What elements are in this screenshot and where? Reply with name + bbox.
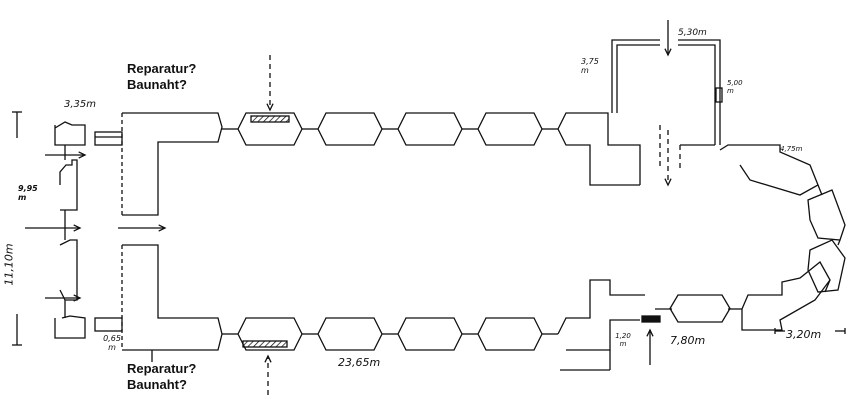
dim-total-width: 11,10m — [2, 243, 16, 286]
top-annotation-line1: Reparatur? — [127, 61, 197, 76]
annex-east-wall — [678, 39, 721, 145]
dim-annex-side: 3,75 m — [581, 57, 599, 75]
nave-pier — [317, 317, 383, 351]
dim-west-pier: 9,95 m — [18, 184, 38, 202]
nw-tower — [54, 121, 86, 146]
top-annotation: Reparatur? Baunaht? — [127, 61, 196, 93]
se-apse-pier — [741, 261, 831, 331]
west-entry-arrow-north-head — [78, 151, 87, 159]
ne-block-lower — [557, 128, 640, 186]
annex-window — [715, 87, 723, 103]
ne-apse-pier — [719, 144, 819, 196]
annex-entry-arrow-head — [664, 48, 672, 57]
annex-west-inner — [616, 44, 660, 113]
nave-pier — [669, 294, 731, 323]
apse-connector — [837, 239, 841, 246]
dim-south-step: 1,20 m — [615, 332, 631, 348]
se-block — [557, 279, 645, 335]
nw-corner-pier — [122, 112, 223, 216]
nave-pier — [317, 112, 383, 146]
west-pier-north — [59, 159, 78, 211]
dim-nave-length: 23,65m — [338, 356, 381, 369]
dim-west-gap: 0,65 m — [103, 334, 121, 352]
repair-arrow-top-head — [266, 103, 274, 112]
dim-annex-top: 5,30m — [678, 28, 707, 38]
apse-pier — [807, 239, 846, 293]
nave-axis-arrow-head — [158, 224, 167, 232]
bottom-annotation-line1: Reparatur? — [127, 361, 197, 376]
hatched-zone-bottom — [242, 340, 288, 348]
annex-east-inner — [678, 44, 716, 145]
nave-pier — [397, 317, 463, 351]
bottom-annotation: Reparatur? Baunaht? — [127, 361, 196, 393]
blocked-opening — [641, 315, 661, 323]
ne-block — [557, 112, 641, 150]
nave-pier — [397, 112, 463, 146]
nave-pier — [477, 112, 543, 146]
apse-connector — [817, 184, 823, 196]
bottom-annotation-line2: Baunaht? — [127, 377, 187, 392]
dim-annex-right: 5,00 m — [727, 79, 743, 95]
sw-tower-annex — [94, 317, 123, 332]
hatched-zone-top — [250, 115, 290, 123]
nw-tower-annex — [94, 131, 123, 146]
west-main-entry-arrow-head — [73, 224, 82, 232]
dim-apse-pier: 4,75m — [780, 145, 803, 153]
west-pier-south — [59, 239, 78, 301]
apse-connector — [824, 279, 831, 293]
annex-inner-arrow-head — [664, 178, 672, 187]
apse-pier — [807, 189, 846, 241]
south-entry-arrow-head — [646, 328, 654, 337]
repair-arrow-bottom-head — [264, 354, 272, 363]
dim-choir-length: 7,80m — [670, 334, 706, 347]
dim-west-tower: 3,35m — [64, 99, 97, 110]
se-block-lower — [566, 319, 640, 351]
dim-apse-depth: 3,20m — [786, 328, 822, 341]
sw-corner-pier — [122, 244, 223, 351]
top-annotation-line2: Baunaht? — [127, 77, 187, 92]
nave-pier — [477, 317, 543, 351]
west-entry-arrow-south-head — [73, 294, 82, 302]
sw-tower — [54, 315, 86, 339]
annex-west-wall — [611, 39, 660, 113]
